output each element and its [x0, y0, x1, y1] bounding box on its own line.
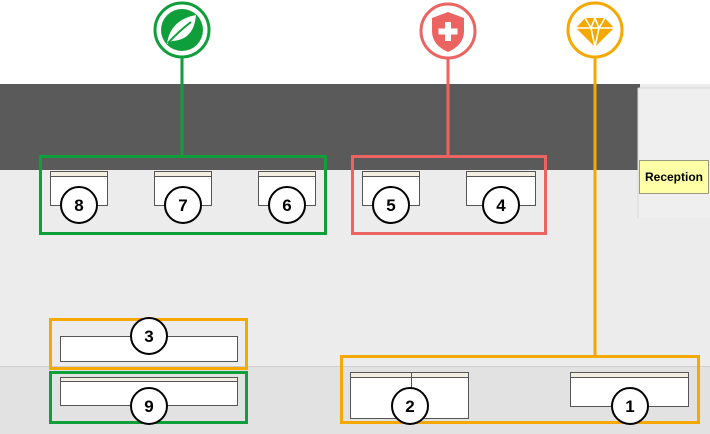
- medical-shield-icon: [419, 2, 477, 60]
- station-badge-5: 5: [372, 186, 410, 224]
- station-badge-9: 9: [130, 387, 168, 425]
- station-number: 2: [405, 397, 414, 416]
- station-number: 7: [178, 196, 187, 215]
- station-number: 3: [144, 327, 153, 346]
- station-badge-1: 1: [611, 387, 649, 425]
- station-number: 5: [386, 196, 395, 215]
- red-group-box: [351, 155, 547, 235]
- station-number: 1: [625, 397, 634, 416]
- reception-label: Reception: [645, 170, 703, 184]
- station-number: 6: [282, 196, 291, 215]
- reception-area: [638, 88, 710, 218]
- orange-group-box-right: [340, 355, 700, 424]
- station-number: 4: [496, 196, 506, 215]
- station-badge-7: 7: [164, 186, 202, 224]
- station-number: 9: [144, 397, 153, 416]
- reception-sign: Reception: [639, 160, 709, 194]
- leaf-icon: [153, 1, 211, 59]
- station-number: 8: [74, 196, 83, 215]
- diamond-icon: [566, 1, 624, 59]
- station-badge-3: 3: [130, 317, 168, 355]
- station-badge-2: 2: [391, 387, 429, 425]
- green-group-box-top: [39, 155, 327, 235]
- station-badge-6: 6: [268, 186, 306, 224]
- station-badge-4: 4: [482, 186, 520, 224]
- station-badge-8: 8: [60, 186, 98, 224]
